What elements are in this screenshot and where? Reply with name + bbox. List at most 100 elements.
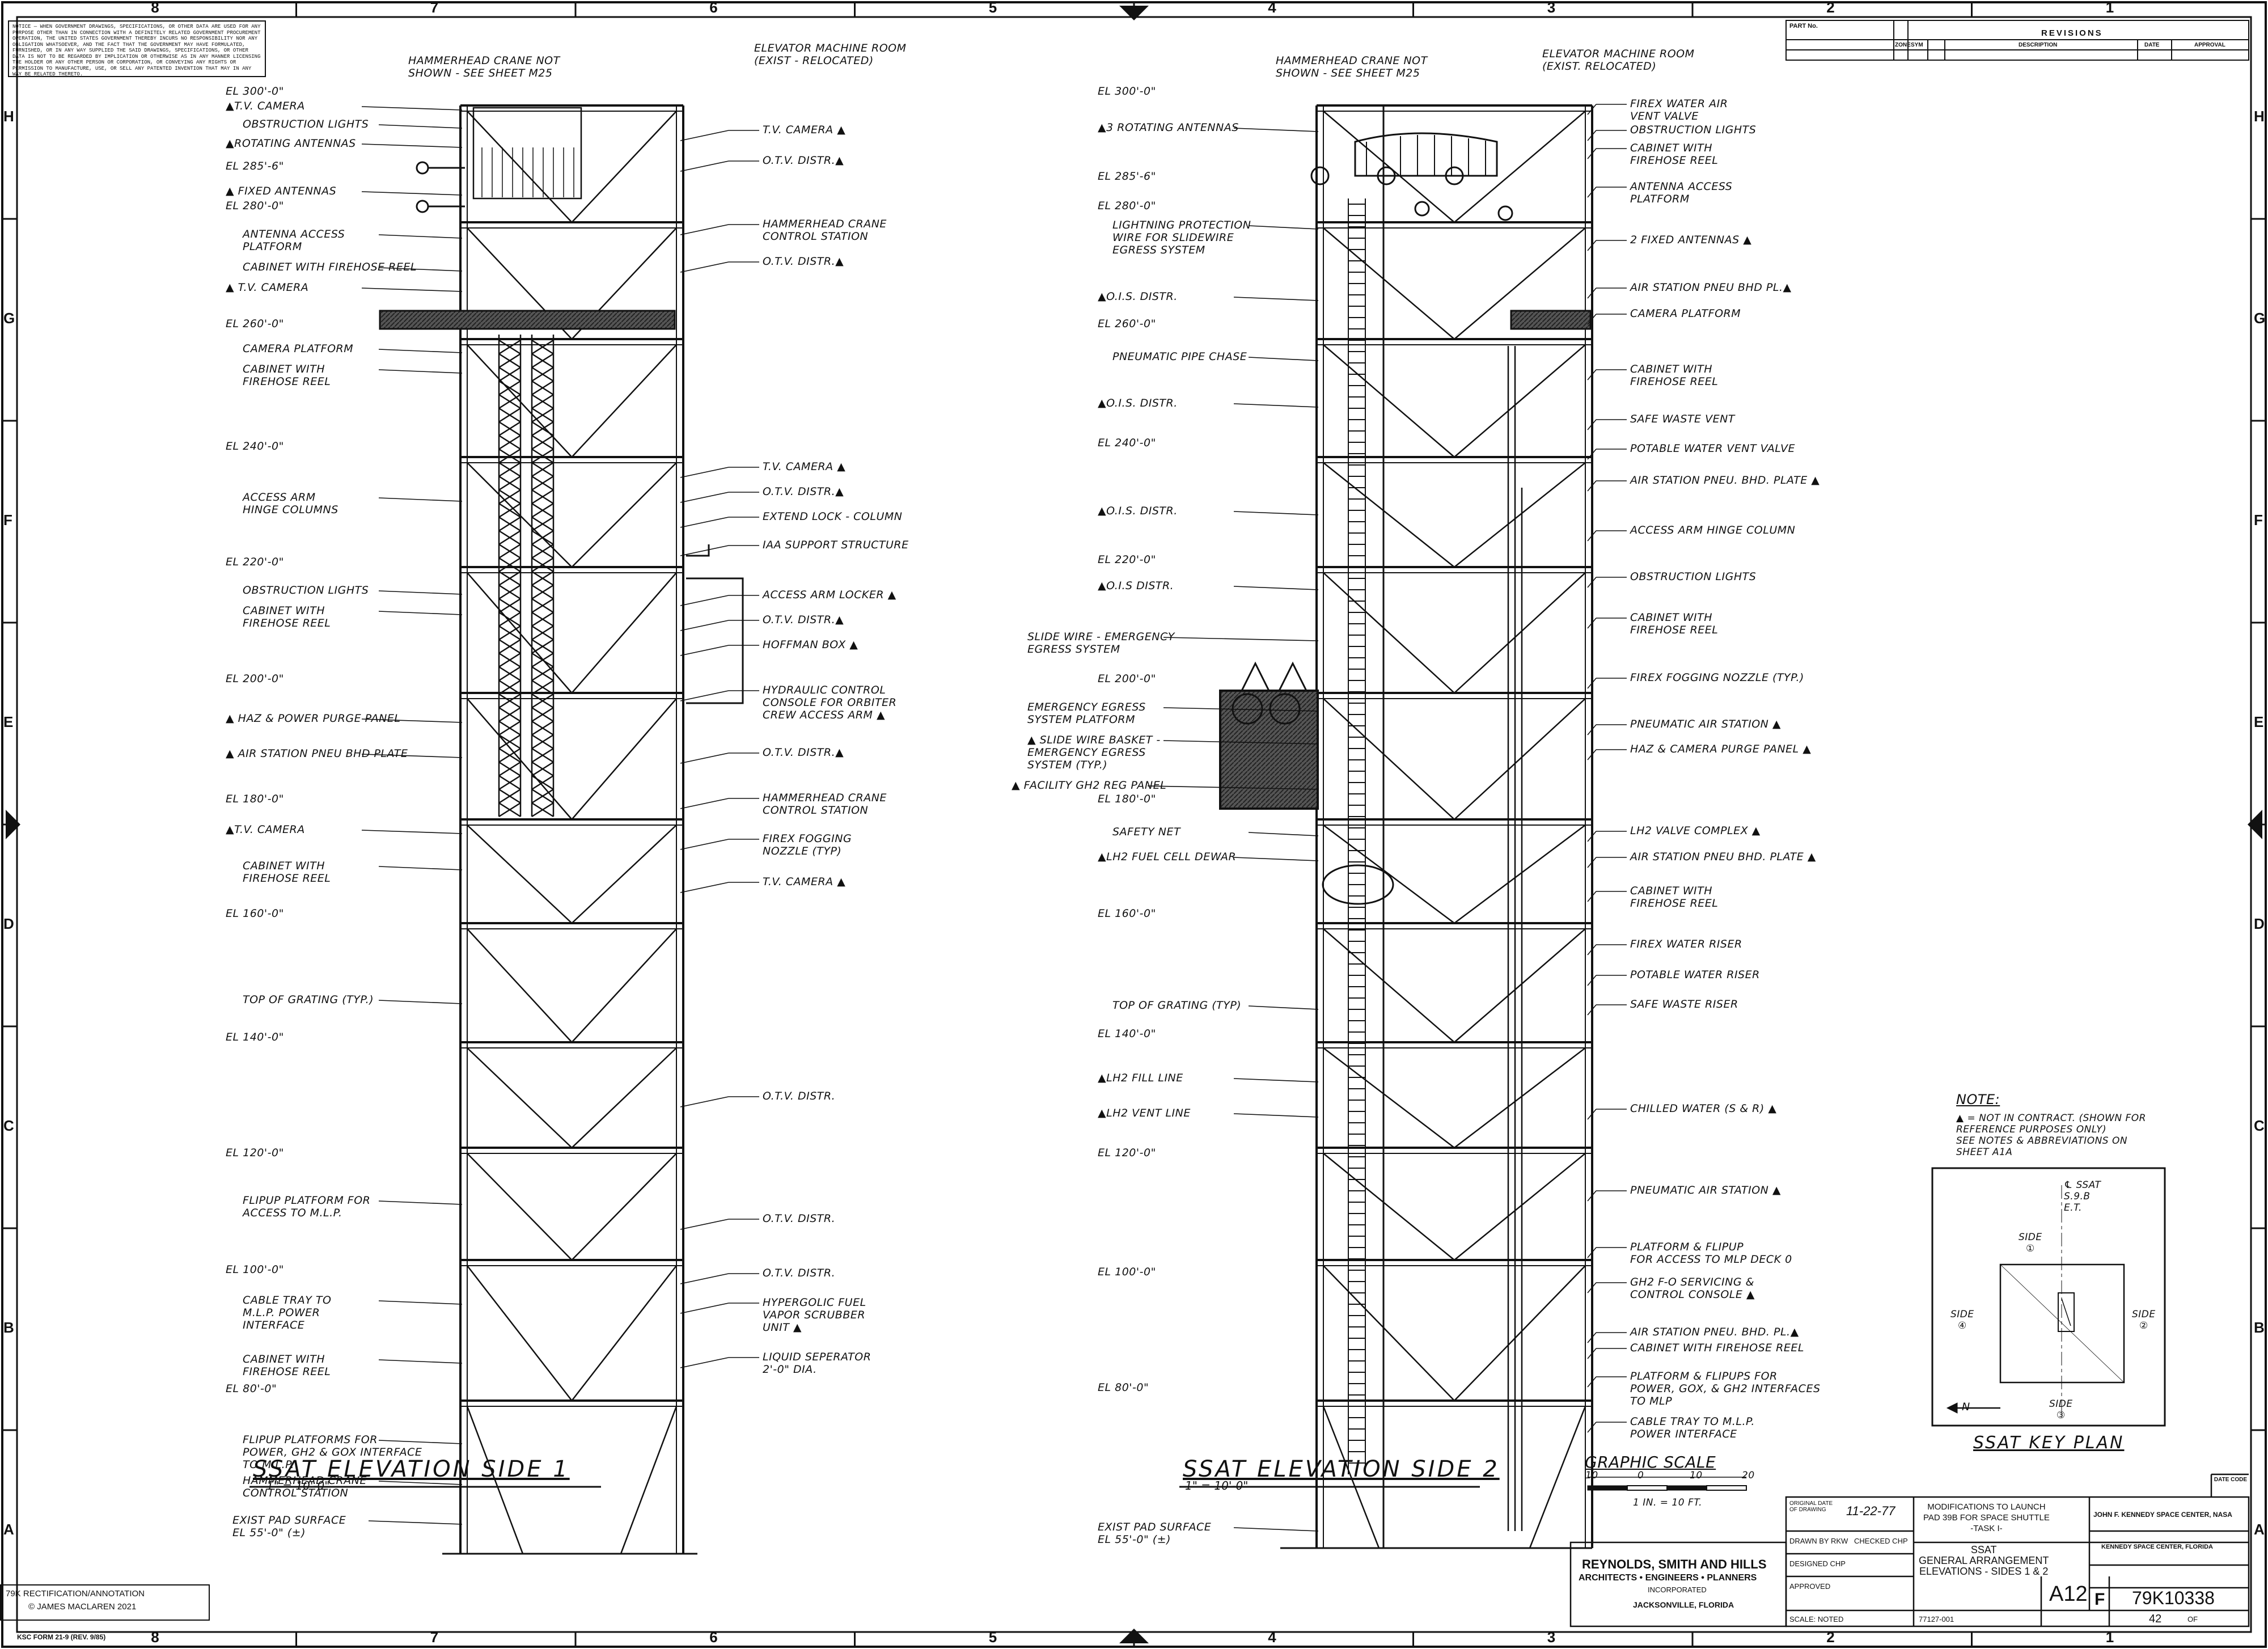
zone-row-A: A: [3, 1521, 14, 1538]
stamp-line-1: 79K RECTIFICATION/ANNOTATION: [6, 1589, 145, 1599]
leader: [378, 1440, 463, 1444]
lattice-web: [498, 652, 521, 668]
lattice-web: [498, 584, 521, 600]
leader: [378, 234, 463, 239]
s2-left-label: EL 240'-0": [1098, 437, 1156, 449]
s1-left-label: ▲T.V. CAMERA: [226, 823, 305, 836]
s2-left-label: EL 160'-0": [1098, 907, 1156, 920]
s1-left-label: EL 80'-0": [226, 1382, 277, 1395]
zone-row-A: A: [2254, 1521, 2265, 1538]
revisions-col-date: DATE: [2144, 42, 2160, 48]
s1-left-label: EL 220'-0": [226, 556, 284, 568]
form-number: KSC FORM 21-9 (REV. 9/85): [17, 1633, 106, 1641]
leader: [1587, 618, 1597, 629]
zone-column-1: 1: [2105, 1629, 2114, 1646]
brace: [571, 928, 677, 1043]
s1-left-label: EL 280'-0": [226, 200, 284, 212]
leader: [378, 1000, 463, 1004]
leader: [1248, 225, 1319, 230]
s2-left-label: ▲O.I.S DISTR.: [1098, 580, 1174, 592]
lattice-web: [531, 448, 554, 464]
brace: [1454, 462, 1586, 568]
lattice-web: [531, 720, 554, 736]
s2-left-label: ▲LH2 VENT LINE: [1098, 1107, 1191, 1119]
graphic-scale-tick: 10: [1585, 1470, 1598, 1481]
leader: [1248, 832, 1319, 836]
lattice-web: [498, 421, 521, 437]
s1-left-label: OBSTRUCTION LIGHTS: [243, 118, 369, 130]
graphic-scale-title: GRAPHIC SCALE: [1585, 1453, 1716, 1472]
brace: [571, 1153, 677, 1261]
s1-right-label: HAMMERHEAD CRANE CONTROL STATION: [763, 792, 887, 817]
leader: [1587, 944, 1597, 955]
s2-left-label: EL 300'-0": [1098, 85, 1156, 98]
s2-left-label: EL 180'-0": [1098, 793, 1156, 805]
leader: [1587, 975, 1597, 986]
lattice-web: [531, 380, 554, 396]
leader: [378, 1359, 463, 1364]
brace: [1323, 1153, 1455, 1261]
s1-right-label: EXTEND LOCK - COLUMN: [763, 510, 903, 523]
lattice-web: [531, 475, 554, 491]
brace: [1323, 572, 1455, 694]
s1-left-label: EL 285'-6": [226, 160, 284, 172]
lattice-web: [498, 666, 521, 682]
s2-right-label: AIR STATION PNEU. BHD. PLATE ▲: [1630, 474, 1820, 487]
lattice-web: [498, 394, 521, 409]
key-plan: [1931, 1167, 2166, 1427]
lattice-web: [531, 652, 554, 668]
leader: [361, 830, 463, 834]
revisions-part-no: PART No.: [1789, 23, 1818, 29]
leader: [1233, 1113, 1319, 1118]
s2-left-label: EL 80'-0": [1098, 1381, 1149, 1394]
s2-left-label: SLIDE WIRE - EMERGENCY EGRESS SYSTEM: [1027, 631, 1175, 656]
leader: [361, 718, 463, 723]
side-1-scale: 1" = 10'-0": [266, 1479, 330, 1492]
leader: [1248, 357, 1319, 361]
zone-column-3: 3: [1547, 1629, 1556, 1646]
leader: [1587, 1247, 1597, 1258]
brace: [1323, 824, 1455, 924]
s2-right-label: CHILLED WATER (S & R) ▲: [1630, 1102, 1777, 1115]
s2-left-label: EL 260'-0": [1098, 318, 1156, 330]
lattice-web: [531, 625, 554, 641]
s2-right-label: CABINET WITH FIREHOSE REEL: [1630, 363, 1719, 388]
leader: [378, 1200, 463, 1205]
leader: [1587, 1109, 1597, 1120]
firm-name: REYNOLDS, SMITH AND HILLS: [1582, 1557, 1767, 1571]
access-arm-hinge-columns: [498, 335, 555, 818]
leader: [378, 611, 463, 615]
lattice-web: [498, 788, 521, 804]
leader: [378, 590, 463, 595]
brace: [571, 1265, 677, 1401]
lattice-web: [531, 353, 554, 369]
lattice-web: [531, 530, 554, 546]
brace: [467, 462, 573, 568]
brace: [1323, 1265, 1455, 1401]
s2-right-label: POTABLE WATER VENT VALVE: [1630, 442, 1796, 455]
brace: [467, 111, 573, 223]
s2-right-label: 2 FIXED ANTENNAS ▲: [1630, 234, 1752, 246]
brace: [1454, 344, 1586, 458]
leader: [680, 620, 729, 631]
leader: [1233, 511, 1319, 515]
lattice-web: [531, 666, 554, 682]
s1-right-label: O.T.V. DISTR.: [763, 1212, 836, 1225]
s2-top-label: ELEVATOR MACHINE ROOM (EXIST. RELOCATED): [1542, 48, 1695, 73]
brace: [1323, 1047, 1455, 1148]
leader: [680, 467, 729, 478]
sheet-of: OF: [2187, 1615, 2198, 1623]
designed-by: DESIGNED CHP: [1789, 1559, 1846, 1568]
leader: [1233, 857, 1319, 861]
s2-right-label: CABINET WITH FIREHOSE REEL: [1630, 142, 1719, 167]
lattice-web: [498, 543, 521, 559]
s2-right-label: AIR STATION PNEU BHD PL.▲: [1630, 281, 1792, 294]
leader: [1587, 577, 1597, 588]
lattice-web: [498, 366, 521, 382]
camera-platform-1: [379, 310, 676, 330]
brace: [1454, 572, 1586, 694]
s2-left-label: ▲ FACILITY GH2 REG PANEL: [1012, 779, 1167, 792]
leader: [680, 1303, 729, 1314]
leader: [1587, 831, 1597, 842]
firm-subtitle: ARCHITECTS • ENGINEERS • PLANNERS: [1579, 1573, 1757, 1583]
